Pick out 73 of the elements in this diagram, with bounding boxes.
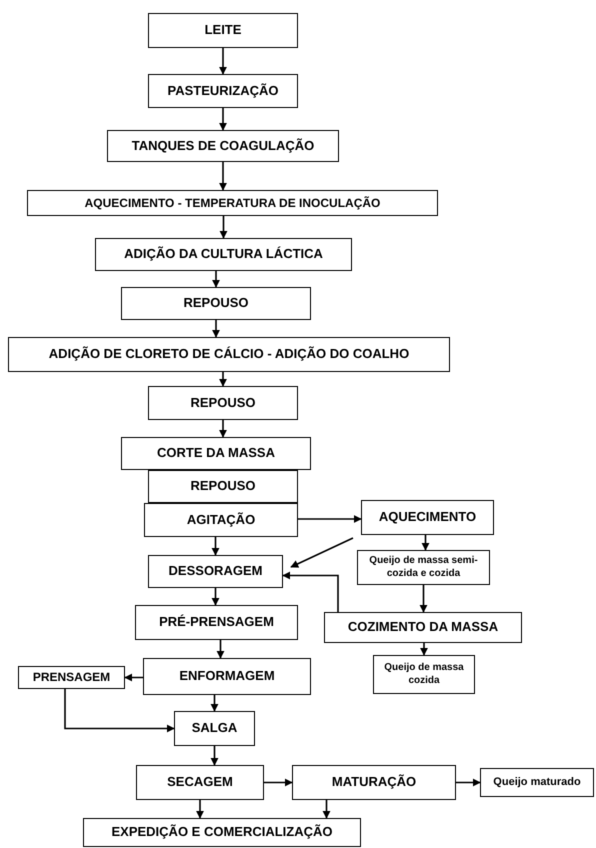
arrow [210,746,218,766]
process-box [136,765,264,800]
step-label: ENFORMAGEM [179,668,275,685]
arrow [456,778,481,786]
arrow [290,537,354,568]
step-label: REPOUSO [183,295,248,312]
step-label: Queijo de massa semi-cozida e cozida [368,555,479,580]
step-label: ADIÇÃO DA CULTURA LÁCTICA [124,246,323,263]
step-label: REPOUSO [190,478,256,495]
process-box [148,74,298,108]
step-label: SECAGEM [167,774,233,791]
process-box [148,13,298,48]
process-box [27,190,438,216]
step-label: EXPEDIÇÃO E COMERCIALIZAÇÃO [111,824,332,841]
process-box [480,768,594,797]
process-box [95,238,352,271]
process-box [373,655,475,694]
arrow [219,48,227,75]
arrow [219,108,227,131]
process-box [148,555,283,588]
step-label: AQUECIMENTO [378,509,476,526]
step-label: AQUECIMENTO - TEMPERATURA DE INOCULAÇÃO [84,196,380,210]
arrow [196,800,204,819]
arrow [282,572,339,612]
arrow [298,515,362,523]
arrow [220,216,228,239]
arrow [219,162,227,191]
process-box [107,130,339,162]
arrow [212,537,220,556]
process-box [18,666,125,689]
arrow [219,372,227,387]
process-box [174,711,255,746]
process-box [292,765,456,800]
step-label: Queijo maturado [493,776,581,790]
arrow [212,588,220,606]
step-label: REPOUSO [190,394,256,412]
arrow [216,640,224,659]
arrow [420,585,428,613]
step-label: LEITE [204,22,242,39]
step-label: CORTE DA MASSA [157,445,275,462]
arrow [422,535,430,551]
step-label: PRÉ-PRENSAGEM [159,614,274,631]
process-box [148,470,298,503]
process-box [144,503,298,537]
process-box [135,605,298,640]
step-label: DESSORAGEM [168,563,262,580]
step-label: PRENSAGEM [32,670,110,685]
arrow [322,800,330,819]
step-label: SALGA [192,720,238,737]
arrow [219,420,227,438]
process-box [8,337,450,372]
step-label: AGITAÇÃO [186,512,256,528]
arrow [210,695,218,712]
arrow [212,320,220,338]
process-box [357,550,490,585]
process-box [83,818,361,847]
step-label: COZIMENTO DA MASSA [348,619,498,636]
process-box [361,500,494,535]
step-label: ADIÇÃO DE CLORETO DE CÁLCIO - ADIÇÃO DO COALHO [48,346,410,363]
process-box [148,386,298,420]
arrow [124,674,143,682]
step-label: Queijo de massa cozida [383,662,465,687]
arrow [212,271,220,288]
process-box [324,612,522,643]
step-label: MATURAÇÃO [332,774,416,791]
process-box [121,287,311,320]
process-box [121,437,311,470]
process-box [143,658,311,695]
arrow [64,689,175,732]
arrow [264,778,293,786]
step-label: PASTEURIZAÇÃO [168,82,278,100]
arrow [420,643,428,656]
step-label: TANQUES DE COAGULAÇÃO [132,138,314,154]
